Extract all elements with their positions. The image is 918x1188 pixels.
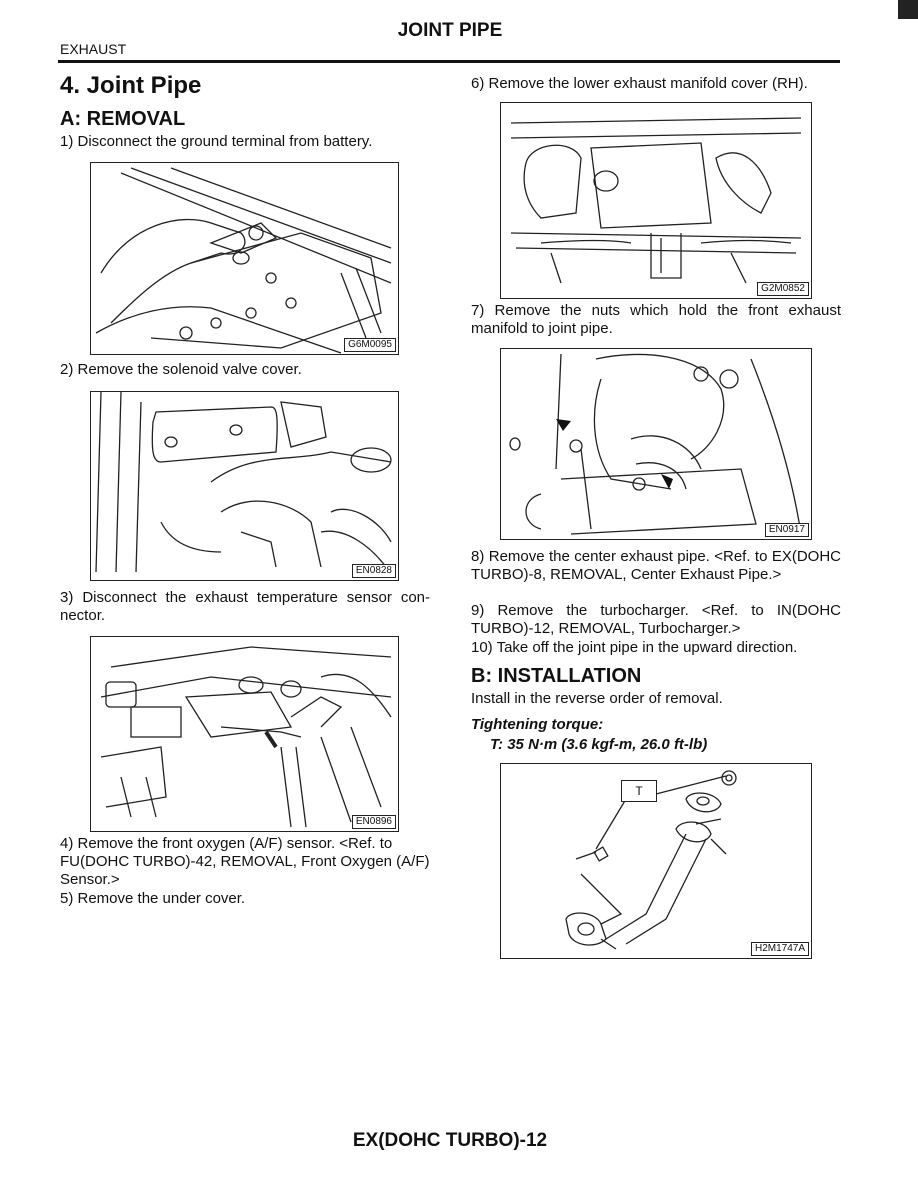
page-footer: EX(DOHC TURBO)-12	[352, 1130, 548, 1151]
removal-heading: A: REMOVAL	[60, 108, 186, 130]
torque-callout-t: T	[621, 780, 657, 802]
step-3: 3) Disconnect the exhaust temperature se…	[60, 589, 430, 624]
figure-joint-pipe: T H2M1747A	[500, 763, 812, 959]
step-6: 6) Remove the lower exhaust manifold cov…	[471, 75, 808, 92]
figure-solenoid: EN0828	[90, 391, 399, 581]
step-8: 8) Remove the center exhaust pipe. <Ref.…	[471, 548, 841, 583]
figure-id-joint-pipe: H2M1747A	[750, 942, 809, 956]
figure-id-nuts: EN0917	[764, 523, 809, 537]
figure-nuts: EN0917	[500, 348, 812, 540]
figure-manifold-cover: G2M0852	[500, 102, 812, 299]
corner-tab-mark	[898, 0, 918, 19]
section-label: EXHAUST	[60, 41, 127, 57]
header-rule	[58, 60, 840, 63]
torque-label: Tightening torque:	[471, 716, 604, 733]
figure-sensor: EN0896	[90, 636, 399, 832]
figure-battery: G6M0095	[90, 162, 399, 355]
installation-text: Install in the reverse order of removal.	[471, 690, 723, 707]
figure-id-solenoid: EN0828	[351, 564, 396, 578]
step-4: 4) Remove the front oxygen (A/F) sensor.…	[60, 835, 430, 888]
figure-id-manifold-cover: G2M0852	[757, 282, 809, 296]
step-7: 7) Remove the nuts which hold the front …	[471, 302, 841, 337]
step-1: 1) Disconnect the ground terminal from b…	[60, 133, 373, 150]
page-header-title: JOINT PIPE	[397, 20, 503, 41]
step-2: 2) Remove the solenoid valve cover.	[60, 361, 302, 378]
step-5: 5) Remove the under cover.	[60, 890, 246, 907]
figure-id-sensor: EN0896	[351, 815, 396, 829]
installation-heading: B: INSTALLATION	[471, 665, 642, 687]
torque-value: T: 35 N·m (3.6 kgf-m, 26.0 ft-lb)	[490, 736, 708, 753]
step-9: 9) Remove the turbocharger. <Ref. to IN(…	[471, 602, 841, 637]
page-title: 4. Joint Pipe	[60, 72, 202, 99]
figure-id-battery: G6M0095	[344, 338, 396, 352]
step-10: 10) Take off the joint pipe in the upwar…	[471, 639, 798, 656]
